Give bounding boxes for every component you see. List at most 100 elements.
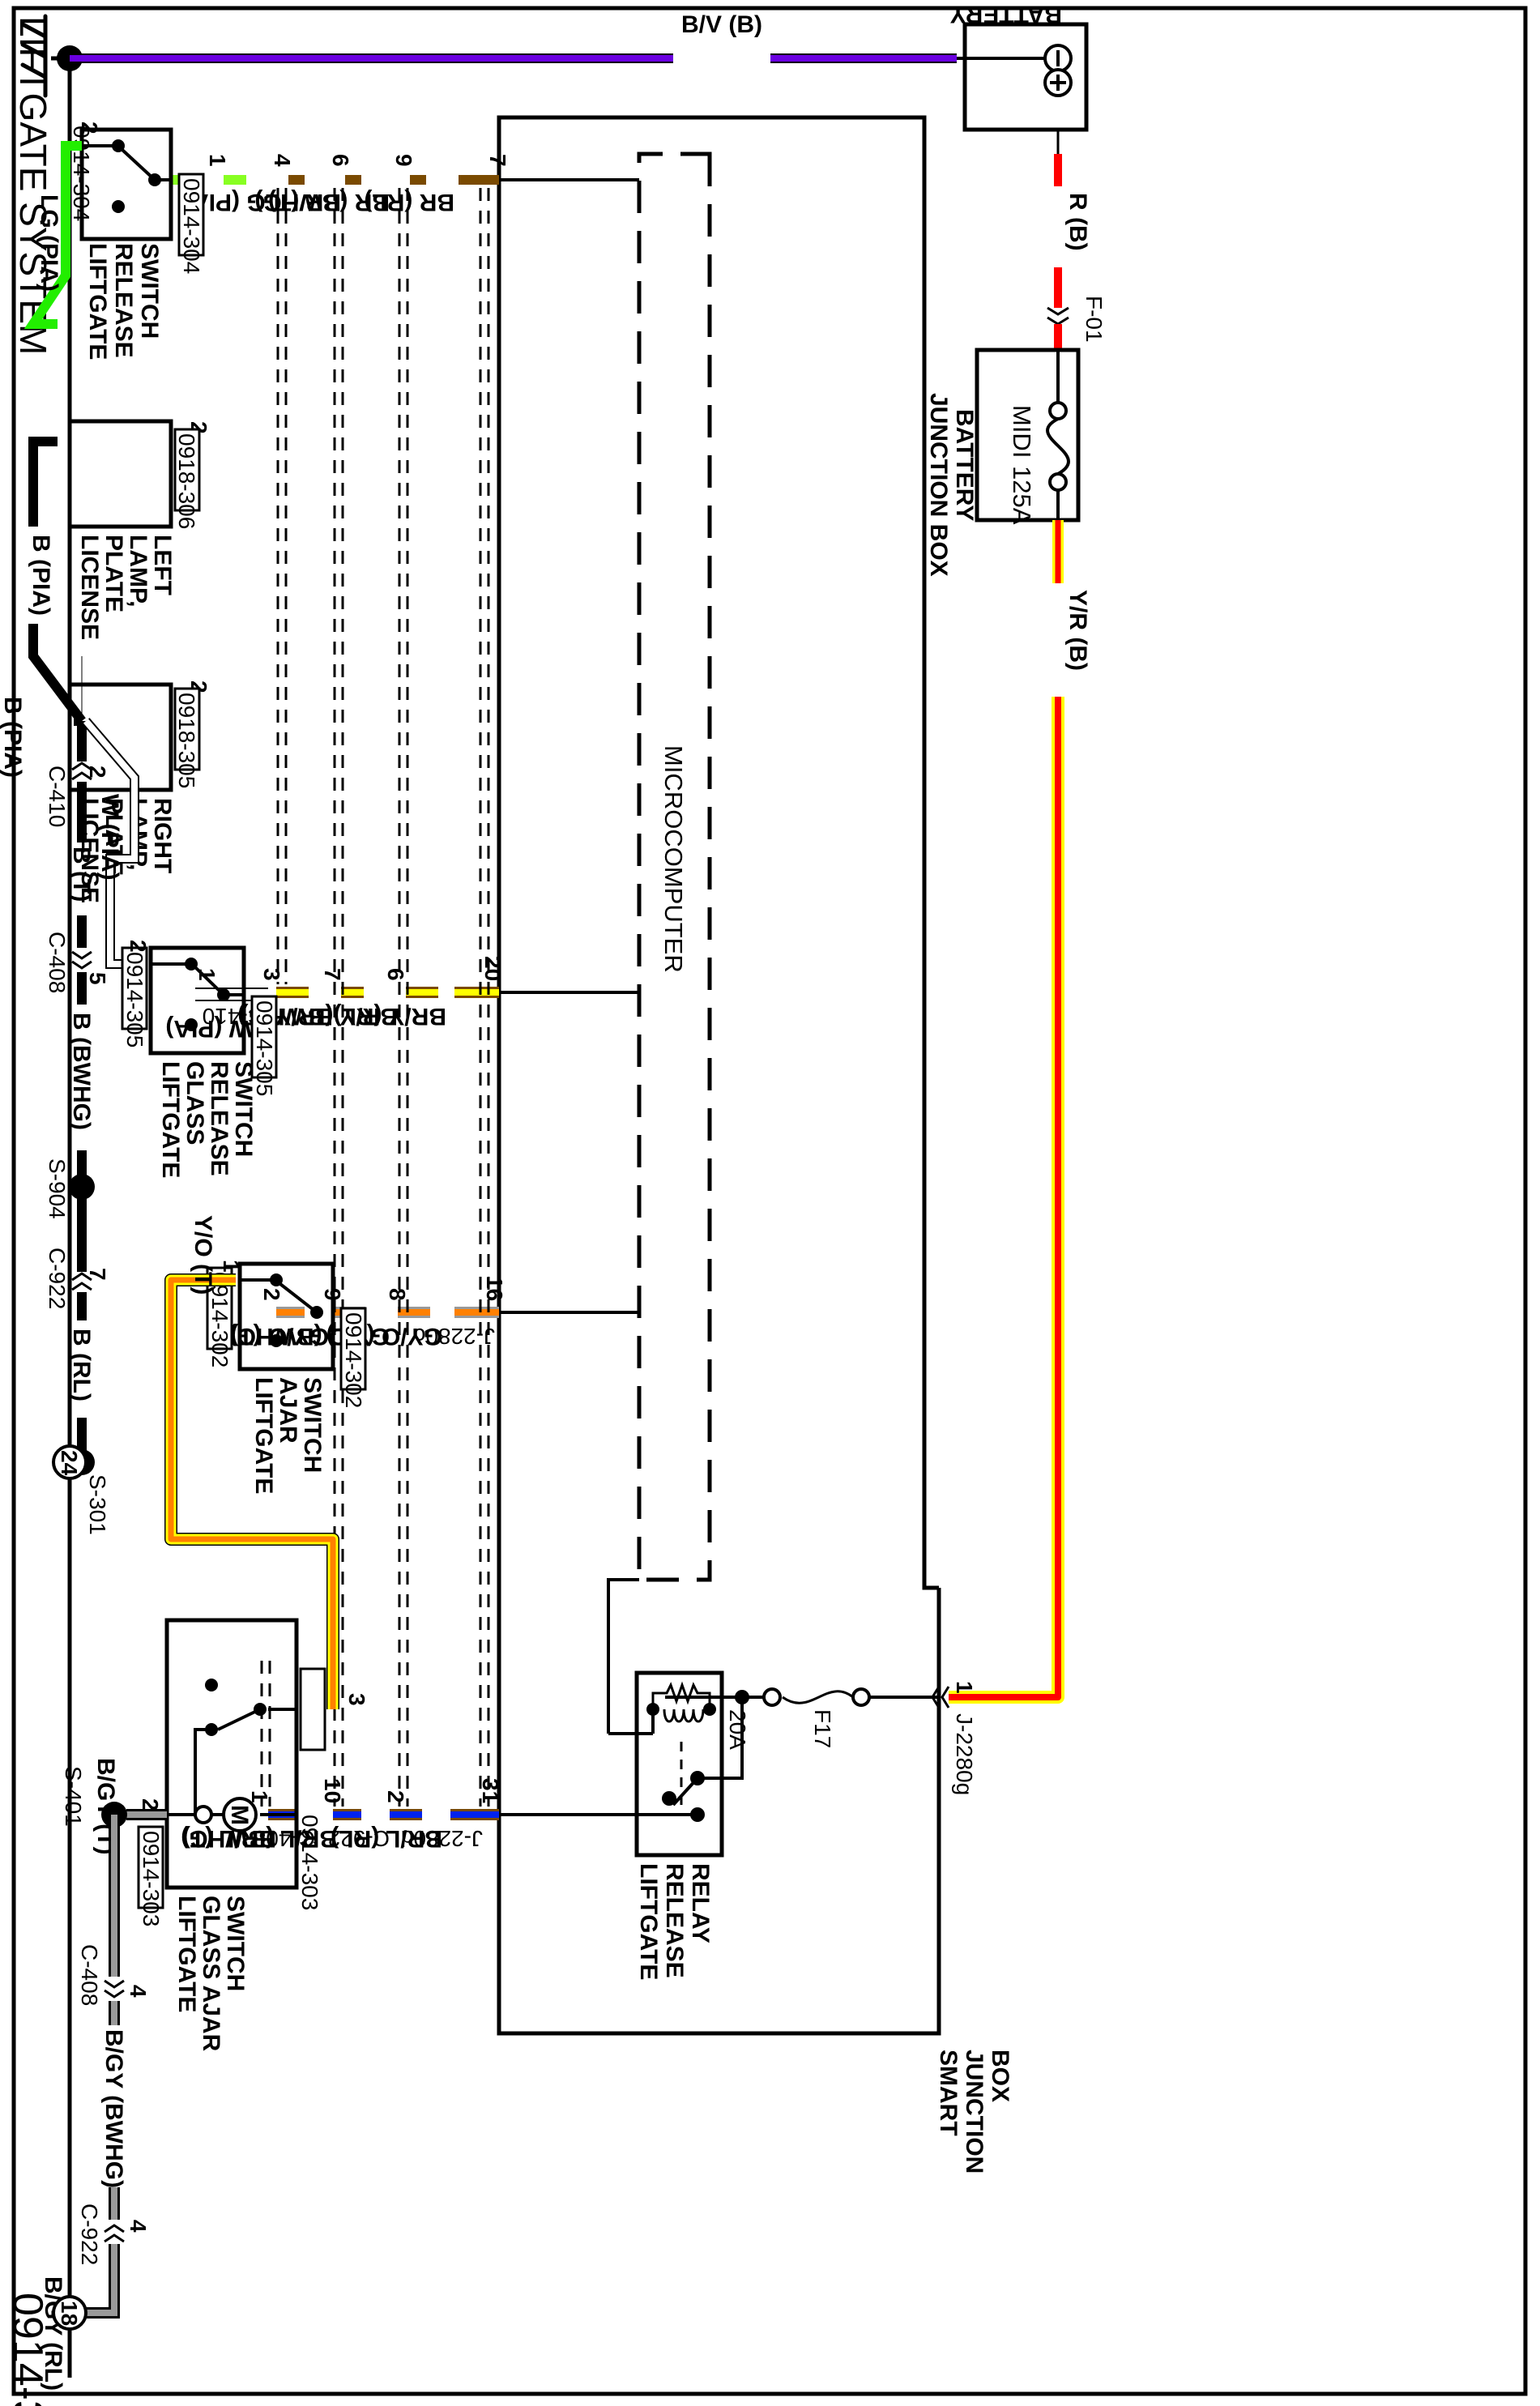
connector-c922-bgy-icon (104, 2224, 125, 2243)
wire-r-b: R (B) F-01 (1047, 130, 1107, 348)
ref-0914-304-b: 0914-304 (69, 126, 94, 221)
pin-c408-br: 6 (328, 154, 353, 167)
pin-j2280-gyo: 16 (482, 1276, 507, 1301)
pin-c408-b: 5 (85, 972, 110, 985)
connector-label-s401: S-401 (61, 1766, 86, 1827)
splice-s904 (69, 1174, 95, 1200)
connector-label-c922-brl: C-922 (328, 1826, 390, 1851)
motor-label: M (226, 1805, 253, 1825)
wire-lg-pia: LG (PIA) (23, 141, 82, 329)
pin-j2280-br: 7 (485, 154, 510, 167)
pin-c408-bry: 7 (320, 968, 345, 981)
pin-c922-bgy: 4 (126, 2220, 151, 2233)
liftgate-release-relay: LIFTGATE RELEASE RELAY (499, 1670, 744, 1980)
wire-b-pia-2: B (PIA) (0, 697, 82, 778)
connector-icon (931, 1686, 950, 1709)
fuse-f17-icon (782, 1690, 854, 1704)
ref-0914-304-a: 0914-304 (179, 178, 204, 274)
wire-label-w-pia-1: W (PIA) (96, 794, 123, 881)
liftgate-glass-ajar-switch: M 0914-303 0914-303 LIFTGATE GLASS AJAR … (137, 1618, 326, 2052)
ref-0914-305-b: 0914-305 (122, 952, 147, 1047)
wire-label-b-t: B (T) (68, 847, 95, 902)
ground-18-label: 18 (57, 2301, 82, 2326)
pin-sw302-1: 1 (219, 1260, 244, 1273)
ground-point-24: 24 (52, 1444, 87, 1480)
bjb-label-2: JUNCTION BOX (925, 393, 952, 577)
connector-label-s301: S-301 (85, 1474, 110, 1535)
liftgate-glass-release-switch: 0914-305 0914-305 2 LIFTGATE GLASS RELEA… (121, 940, 278, 1178)
wire-label-yo-t: Y/O (T) (190, 1215, 216, 1295)
microcomputer: MICROCOMPUTER (499, 151, 712, 1734)
pin-c922-br: 9 (391, 154, 416, 167)
connector-label-j2280g: J-2280g (952, 1713, 977, 1795)
ref-0914-302-b: 0914-302 (207, 1272, 232, 1367)
sjb-label-1: SMART (935, 2050, 962, 2136)
pin-j2280g-1: 1 (952, 1681, 977, 1694)
microcomputer-label: MICROCOMPUTER (659, 745, 688, 973)
chassis-ground-icon (20, 14, 48, 98)
connector-label-j2280d: J-2280d (401, 1826, 483, 1851)
pin-sw304-2: 2 (77, 122, 102, 134)
fuse-type: MIDI (1008, 405, 1036, 458)
fuse-f17-rating: 20A (725, 1709, 750, 1750)
wire-b-pia: B (PIA) (28, 437, 86, 724)
pin-sw303-1: 1 (247, 1790, 272, 1803)
lrs-label-2: RELEASE (110, 243, 137, 358)
las-label-1: LIFTGATE (250, 1377, 277, 1494)
connector-label-c408-b: C-408 (45, 932, 70, 993)
relay-label-1: LIFTGATE (635, 1863, 662, 1980)
lgas-label-1: LIFTGATE (173, 1896, 200, 2012)
battery-label: BATTERY (950, 1, 1062, 28)
wire-yo-t: Y/O (T) 3 (164, 1215, 369, 1709)
ref-0914-305-a: 0914-305 (252, 1000, 277, 1096)
fuse-f17-id: F17 (810, 1709, 835, 1748)
lrs-label-1: LIFTGATE (84, 243, 111, 360)
midi-fuse-icon (1046, 417, 1070, 476)
wire-label-r-b: R (B) (1064, 193, 1091, 251)
las-label-2: AJAR (275, 1377, 301, 1444)
relay-coil-icon (663, 1709, 705, 1723)
connector-label-c410-b: C-410 (45, 766, 70, 827)
wire-label-brl-t: BR/L (T) (182, 1825, 276, 1852)
connector-label-s904: S-904 (45, 1158, 70, 1219)
wire-run-br: 7 BR (RL) 9 BR (BWHG) 6 BR (T) 4 LG (PIA… (171, 154, 510, 215)
bjb-label-1: BATTERY (951, 409, 978, 521)
pin-c922-gyo: 8 (385, 1288, 410, 1301)
ref-0914-302-a: 0914-302 (341, 1312, 366, 1408)
ground-24-label: 24 (57, 1450, 82, 1476)
wire-label-b-rl: B (RL) (68, 1329, 95, 1401)
lrs-label-3: SWITCH (136, 243, 163, 339)
connector-label-f01: F-01 (1081, 296, 1107, 343)
pin-sw304-1: 1 (205, 154, 230, 167)
pin-c410-br: 4 (270, 154, 295, 167)
connector-label-c408-brl: C-408 (254, 1826, 315, 1851)
connector-c922-icon (71, 1272, 92, 1291)
wire-w-pia: W (PIA) (82, 718, 147, 969)
pin-sw303-3: 3 (344, 1693, 369, 1706)
wire-label-w-pia-2: W (PIA) (165, 1015, 252, 1042)
relay-label-2: RELEASE (661, 1863, 688, 1978)
lampL-label-1: LICENSE (76, 535, 103, 640)
wire-run-bry: 20 BR/Y (RL) 6 BR/Y (BWHG) 7 BR/Y (T) 3 … (165, 956, 506, 1042)
wire-label-bgy-rl: B/GY (RL) (40, 2276, 66, 2391)
wire-label-bry-rl: BR/Y (RL) (334, 1003, 446, 1030)
liftgate-ajar-switch: 0914-302 0914-302 1 LIFTGATE AJAR SWITCH (206, 1260, 367, 1494)
liftgate-release-switch: 0914-304 0914-304 LIFTGATE RELEASE SWITC… (69, 122, 205, 360)
connector-f01-icon (1047, 306, 1069, 326)
las-label-3: SWITCH (299, 1377, 326, 1473)
ref-0918-305: 0918-305 (174, 693, 199, 788)
ref-0918-306: 0918-306 (174, 433, 199, 529)
wire-bv-b: B/V (B) (70, 11, 957, 63)
wire-label-brl-bwhg: BR/L (BWHG) (181, 1825, 337, 1852)
ref-0914-303-b: 0914-303 (139, 1831, 164, 1926)
pin-sw305-2: 2 (126, 940, 151, 953)
lgrs-label-3: RELEASE (206, 1061, 232, 1176)
connector-c410-icon (71, 761, 92, 781)
connector-c408-icon (71, 950, 92, 970)
pin-j2280-brl: 31 (478, 1778, 503, 1803)
lgrs-label-1: LIFTGATE (157, 1061, 184, 1178)
wire-label-br-t: BR (T) (268, 189, 341, 215)
license-plate-lamp-left: 2 0918-306 LICENSE PLATE LAMP, LEFT (67, 419, 211, 640)
fuse-f17: F17 20A (665, 1687, 939, 1750)
pin-c922-b: 7 (85, 1268, 110, 1281)
